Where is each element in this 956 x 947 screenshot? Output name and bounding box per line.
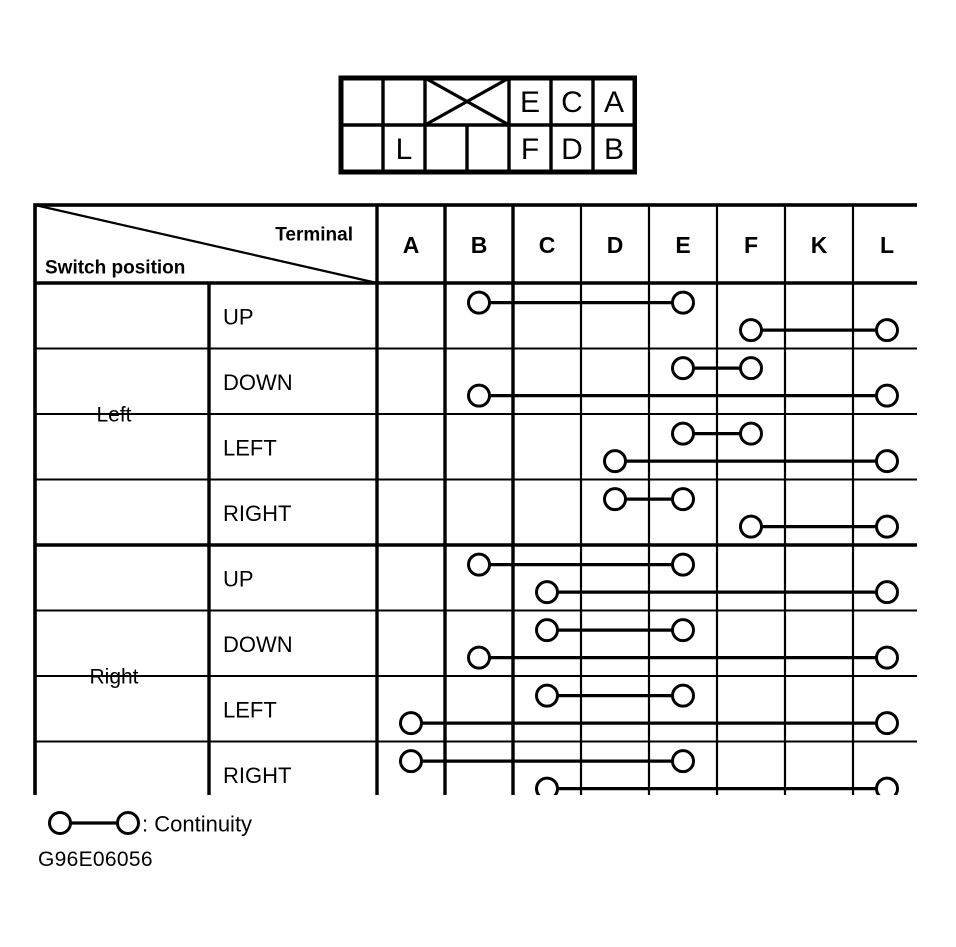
continuity-node [875, 514, 899, 539]
continuity-node [739, 514, 763, 539]
connector-cell [467, 78, 509, 125]
continuity-node [671, 618, 695, 643]
legend-symbol: : Continuity [48, 811, 252, 837]
connector-pin-label: C [561, 86, 583, 119]
terminal-column-header: K [811, 232, 828, 258]
x-cross-icon [424, 76, 510, 127]
continuity-node [671, 487, 695, 512]
connector-pin-label: A [604, 86, 624, 119]
connector-cell [593, 78, 635, 125]
continuity-node [467, 290, 491, 315]
continuity-node [875, 318, 899, 343]
continuity-node [535, 683, 559, 708]
continuity-node [875, 776, 899, 795]
continuity-node [671, 552, 695, 577]
continuity-node [671, 421, 695, 446]
switch-position-label: DOWN [223, 370, 293, 395]
terminal-column-header: C [539, 232, 556, 258]
connector-pin-label: F [521, 133, 539, 166]
continuity-node [875, 711, 899, 736]
continuity-node [467, 383, 491, 408]
switch-position-label: LEFT [223, 697, 277, 722]
switch-position-label: UP [223, 304, 254, 329]
continuity-node [671, 683, 695, 708]
continuity-node [399, 749, 423, 774]
connector-cell [383, 125, 425, 172]
connector-cell [509, 125, 551, 172]
switch-position-label: RIGHT [223, 763, 291, 788]
connector-cell [551, 78, 593, 125]
connector-pin-label: L [396, 133, 413, 166]
connector-cell [341, 125, 383, 172]
switch-group-label: Right [89, 666, 138, 689]
switch-group-label: Left [96, 404, 131, 427]
header-diagonal [34, 203, 378, 285]
continuity-node [603, 449, 627, 474]
legend-node-icon [48, 811, 72, 835]
switch-position-label: LEFT [223, 435, 277, 460]
connector-cell [509, 78, 551, 125]
terminal-column-header: F [744, 232, 758, 258]
continuity-node [603, 487, 627, 512]
continuity-node [739, 356, 763, 381]
connector-cell [467, 125, 509, 172]
terminal-column-header: L [880, 232, 894, 258]
connector-pin-label: B [604, 133, 624, 166]
continuity-node [875, 449, 899, 474]
terminal-column-header: A [403, 232, 420, 258]
switch-position-label: RIGHT [223, 501, 291, 526]
connector-border [338, 75, 637, 175]
terminal-column-header: D [607, 232, 624, 258]
legend-label: : Continuity [142, 812, 252, 837]
continuity-node [875, 580, 899, 605]
connector-pin-label: D [561, 133, 583, 166]
continuity-node [399, 711, 423, 736]
continuity-node [671, 749, 695, 774]
connector-cell [383, 78, 425, 125]
connector-cell [593, 125, 635, 172]
table-border [33, 203, 917, 795]
terminal-column-header: B [471, 232, 488, 258]
connector-cell [425, 78, 467, 125]
connector-cell [341, 78, 383, 125]
continuity-node [671, 290, 695, 315]
continuity-node [671, 356, 695, 381]
continuity-node [467, 552, 491, 577]
switch-position-header-label: Switch position [45, 258, 185, 279]
figure-id: G96E06056 [38, 848, 153, 871]
continuity-node [739, 421, 763, 446]
connector-cell [425, 125, 467, 172]
connector-pin-label: E [520, 86, 540, 119]
continuity-node [467, 645, 491, 670]
continuity-node [739, 318, 763, 343]
legend-node-icon [116, 811, 140, 835]
switch-position-label: UP [223, 566, 254, 591]
terminal-header-label: Terminal [275, 225, 353, 246]
continuity-node [535, 580, 559, 605]
continuity-node [535, 618, 559, 643]
continuity-node [875, 383, 899, 408]
legend: : Continuity [38, 803, 358, 843]
continuity-node [535, 776, 559, 795]
continuity-node [875, 645, 899, 670]
connector-cell [551, 125, 593, 172]
terminal-column-header: E [675, 232, 690, 258]
switch-position-label: DOWN [223, 632, 293, 657]
